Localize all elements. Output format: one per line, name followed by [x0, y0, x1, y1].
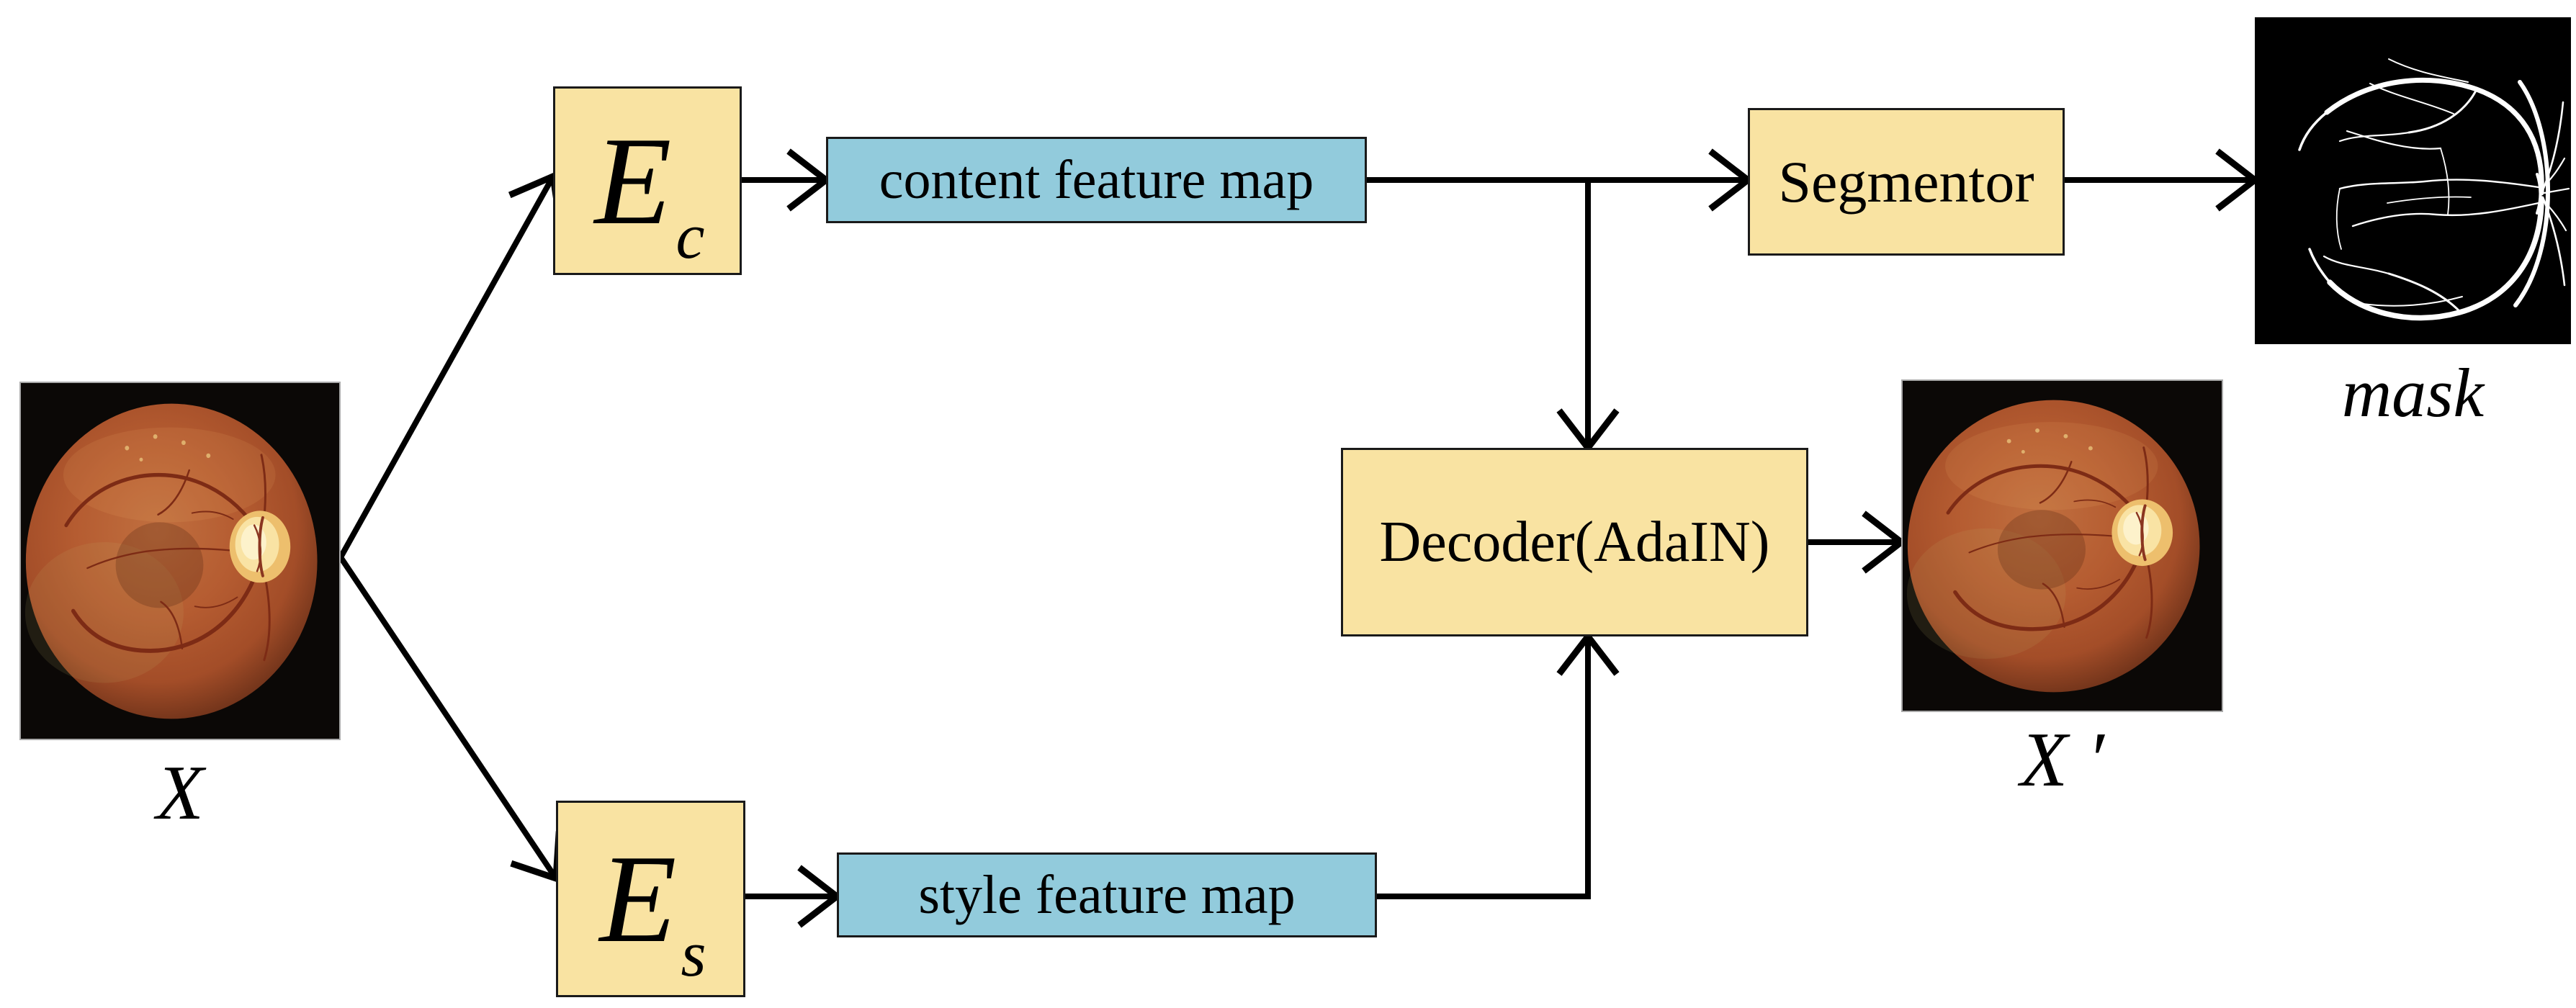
fundus-photo	[21, 383, 339, 739]
arrow-style-map-to-decoder	[1377, 631, 1620, 899]
input-fundus-image	[19, 382, 341, 740]
vessel-mask	[2255, 17, 2571, 344]
mask-label: mask	[2341, 354, 2485, 431]
style-feature-map-box: style feature map	[837, 852, 1377, 937]
input-image-label: X	[156, 750, 204, 836]
vessel-mask-image	[2255, 17, 2571, 344]
content-encoder-box: Ec	[553, 86, 742, 275]
style-encoder-label: Es	[599, 829, 706, 990]
vessel-tree	[2298, 58, 2570, 321]
arrow-x-to-style-encoder	[338, 555, 562, 883]
fundus-photo-reconstructed	[1903, 381, 2222, 711]
content-feature-map-label: content feature map	[879, 150, 1314, 210]
style-encoder-box: Es	[556, 801, 745, 997]
segmentor-box: Segmentor	[1748, 108, 2065, 256]
output-fundus-image	[1901, 379, 2223, 712]
arrow-x-to-content-encoder	[338, 171, 564, 559]
content-encoder-label: Ec	[594, 110, 705, 272]
output-image-label: X ′	[2020, 717, 2104, 803]
style-feature-map-label: style feature map	[918, 865, 1296, 925]
decoder-box: Decoder(AdaIN)	[1341, 448, 1808, 636]
decoder-label: Decoder(AdaIN)	[1379, 510, 1770, 574]
content-feature-map-box: content feature map	[826, 137, 1367, 223]
segmentor-label: Segmentor	[1778, 148, 2034, 215]
